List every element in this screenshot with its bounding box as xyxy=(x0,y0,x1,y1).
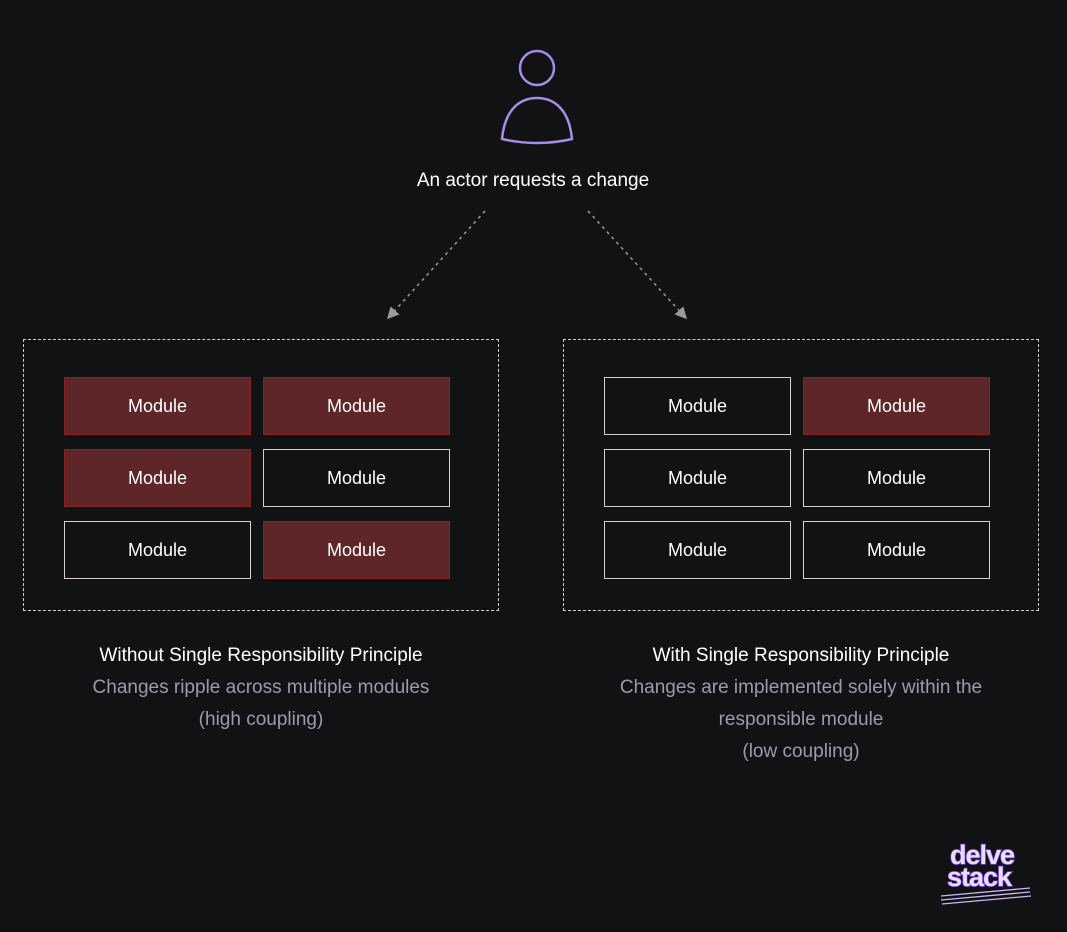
delvestack-logo: delve stack xyxy=(940,839,1032,905)
logo-text-line-2: stack xyxy=(947,862,1013,892)
module-box: Module xyxy=(604,377,791,435)
module-grid-left: Module Module Module Module Module Modul… xyxy=(64,377,450,579)
caption-with-srp: With Single Responsibility Principle Cha… xyxy=(541,640,1061,768)
module-box: Module xyxy=(604,521,791,579)
logo-text-line-1: delve xyxy=(950,840,1015,870)
caption-description-line: responsible module xyxy=(718,709,884,730)
module-box: Module xyxy=(803,449,990,507)
module-box: Module xyxy=(803,521,990,579)
module-box-affected: Module xyxy=(263,521,450,579)
module-box: Module xyxy=(263,449,450,507)
caption-description-line: (high coupling) xyxy=(198,709,324,730)
arrow-to-left-panel xyxy=(386,210,486,320)
module-box: Module xyxy=(64,521,251,579)
caption-description-line: Changes are implemented solely within th… xyxy=(619,677,983,698)
module-box-affected: Module xyxy=(64,449,251,507)
module-box: Module xyxy=(604,449,791,507)
actor-label: An actor requests a change xyxy=(416,170,650,191)
module-grid-right: Module Module Module Module Module Modul… xyxy=(604,377,990,579)
panel-with-srp: Module Module Module Module Module Modul… xyxy=(563,339,1039,611)
caption-without-srp: Without Single Responsibility Principle … xyxy=(1,640,521,736)
caption-title: Without Single Responsibility Principle xyxy=(99,645,423,666)
stacked-layers-icon xyxy=(940,887,1032,905)
actor-icon xyxy=(500,49,574,145)
caption-description-line: Changes ripple across multiple modules xyxy=(92,677,430,698)
module-box-affected: Module xyxy=(263,377,450,435)
caption-description-line: (low coupling) xyxy=(742,741,860,762)
arrow-to-right-panel xyxy=(587,210,688,320)
module-box-affected: Module xyxy=(64,377,251,435)
caption-title: With Single Responsibility Principle xyxy=(652,645,950,666)
module-box-affected: Module xyxy=(803,377,990,435)
panel-without-srp: Module Module Module Module Module Modul… xyxy=(23,339,499,611)
